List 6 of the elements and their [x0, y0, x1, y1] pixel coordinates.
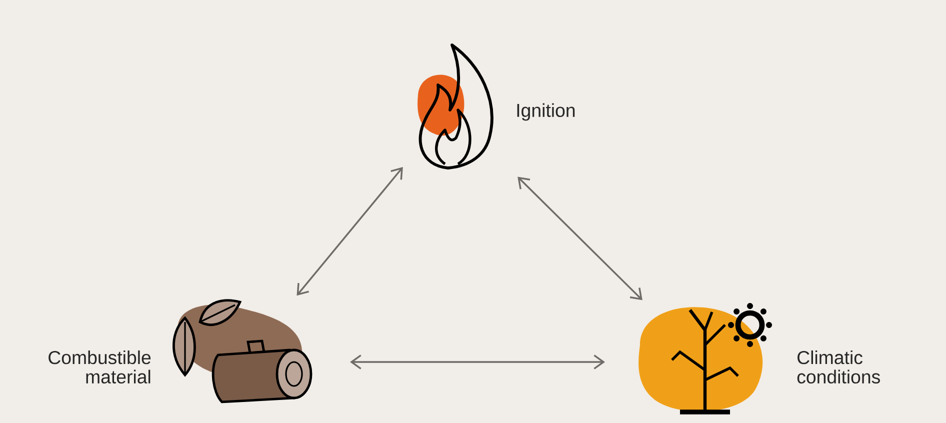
double-arrow	[296, 167, 403, 296]
double-arrow	[350, 354, 605, 370]
caption-text: Combustible material	[48, 350, 151, 384]
caption-text: Ignition	[517, 103, 575, 121]
double-arrow	[518, 176, 642, 300]
caption-text: Climatic conditions	[797, 350, 880, 384]
